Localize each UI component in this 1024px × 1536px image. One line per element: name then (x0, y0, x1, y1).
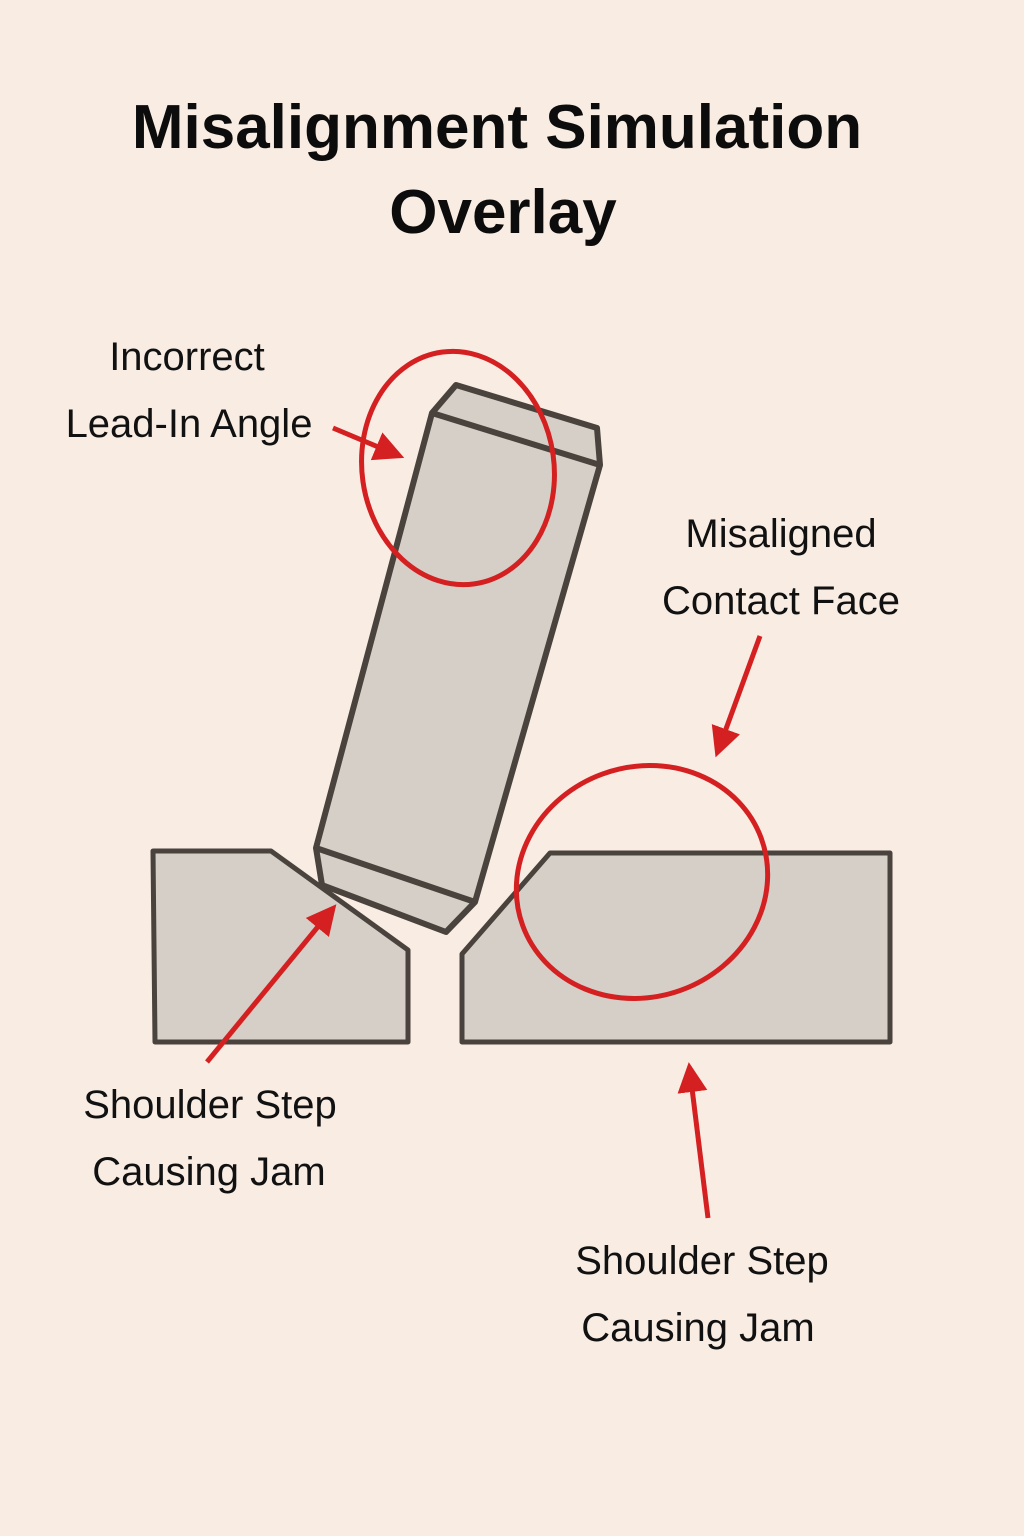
lead-in-label-2: Lead-In Angle (66, 402, 313, 446)
shoulder-left-arrow (205, 904, 337, 1064)
left-housing-block (150, 848, 411, 1045)
lead-in-label-1: Incorrect (109, 335, 265, 379)
contact-face-label-2: Contact Face (662, 579, 900, 623)
contact-face-label-1: Misaligned (685, 512, 876, 556)
shoulder-right-label-1: Shoulder Step (575, 1239, 829, 1283)
right-housing-block (459, 850, 893, 1045)
contact-face-arrow (711, 635, 763, 758)
shoulder-left-label-2: Causing Jam (92, 1150, 325, 1194)
shoulder-left-label-1: Shoulder Step (83, 1083, 337, 1127)
contact-face-highlight-circle (513, 763, 771, 1001)
title-line-2: Overlay (389, 178, 617, 247)
shoulder-right-label-2: Causing Jam (581, 1306, 814, 1350)
lead-in-highlight-circle (359, 348, 557, 588)
lead-in-arrow (332, 425, 405, 461)
tilted-pin (313, 382, 603, 935)
title-line-1: Misalignment Simulation (132, 93, 862, 162)
shoulder-right-arrow (677, 1062, 711, 1219)
